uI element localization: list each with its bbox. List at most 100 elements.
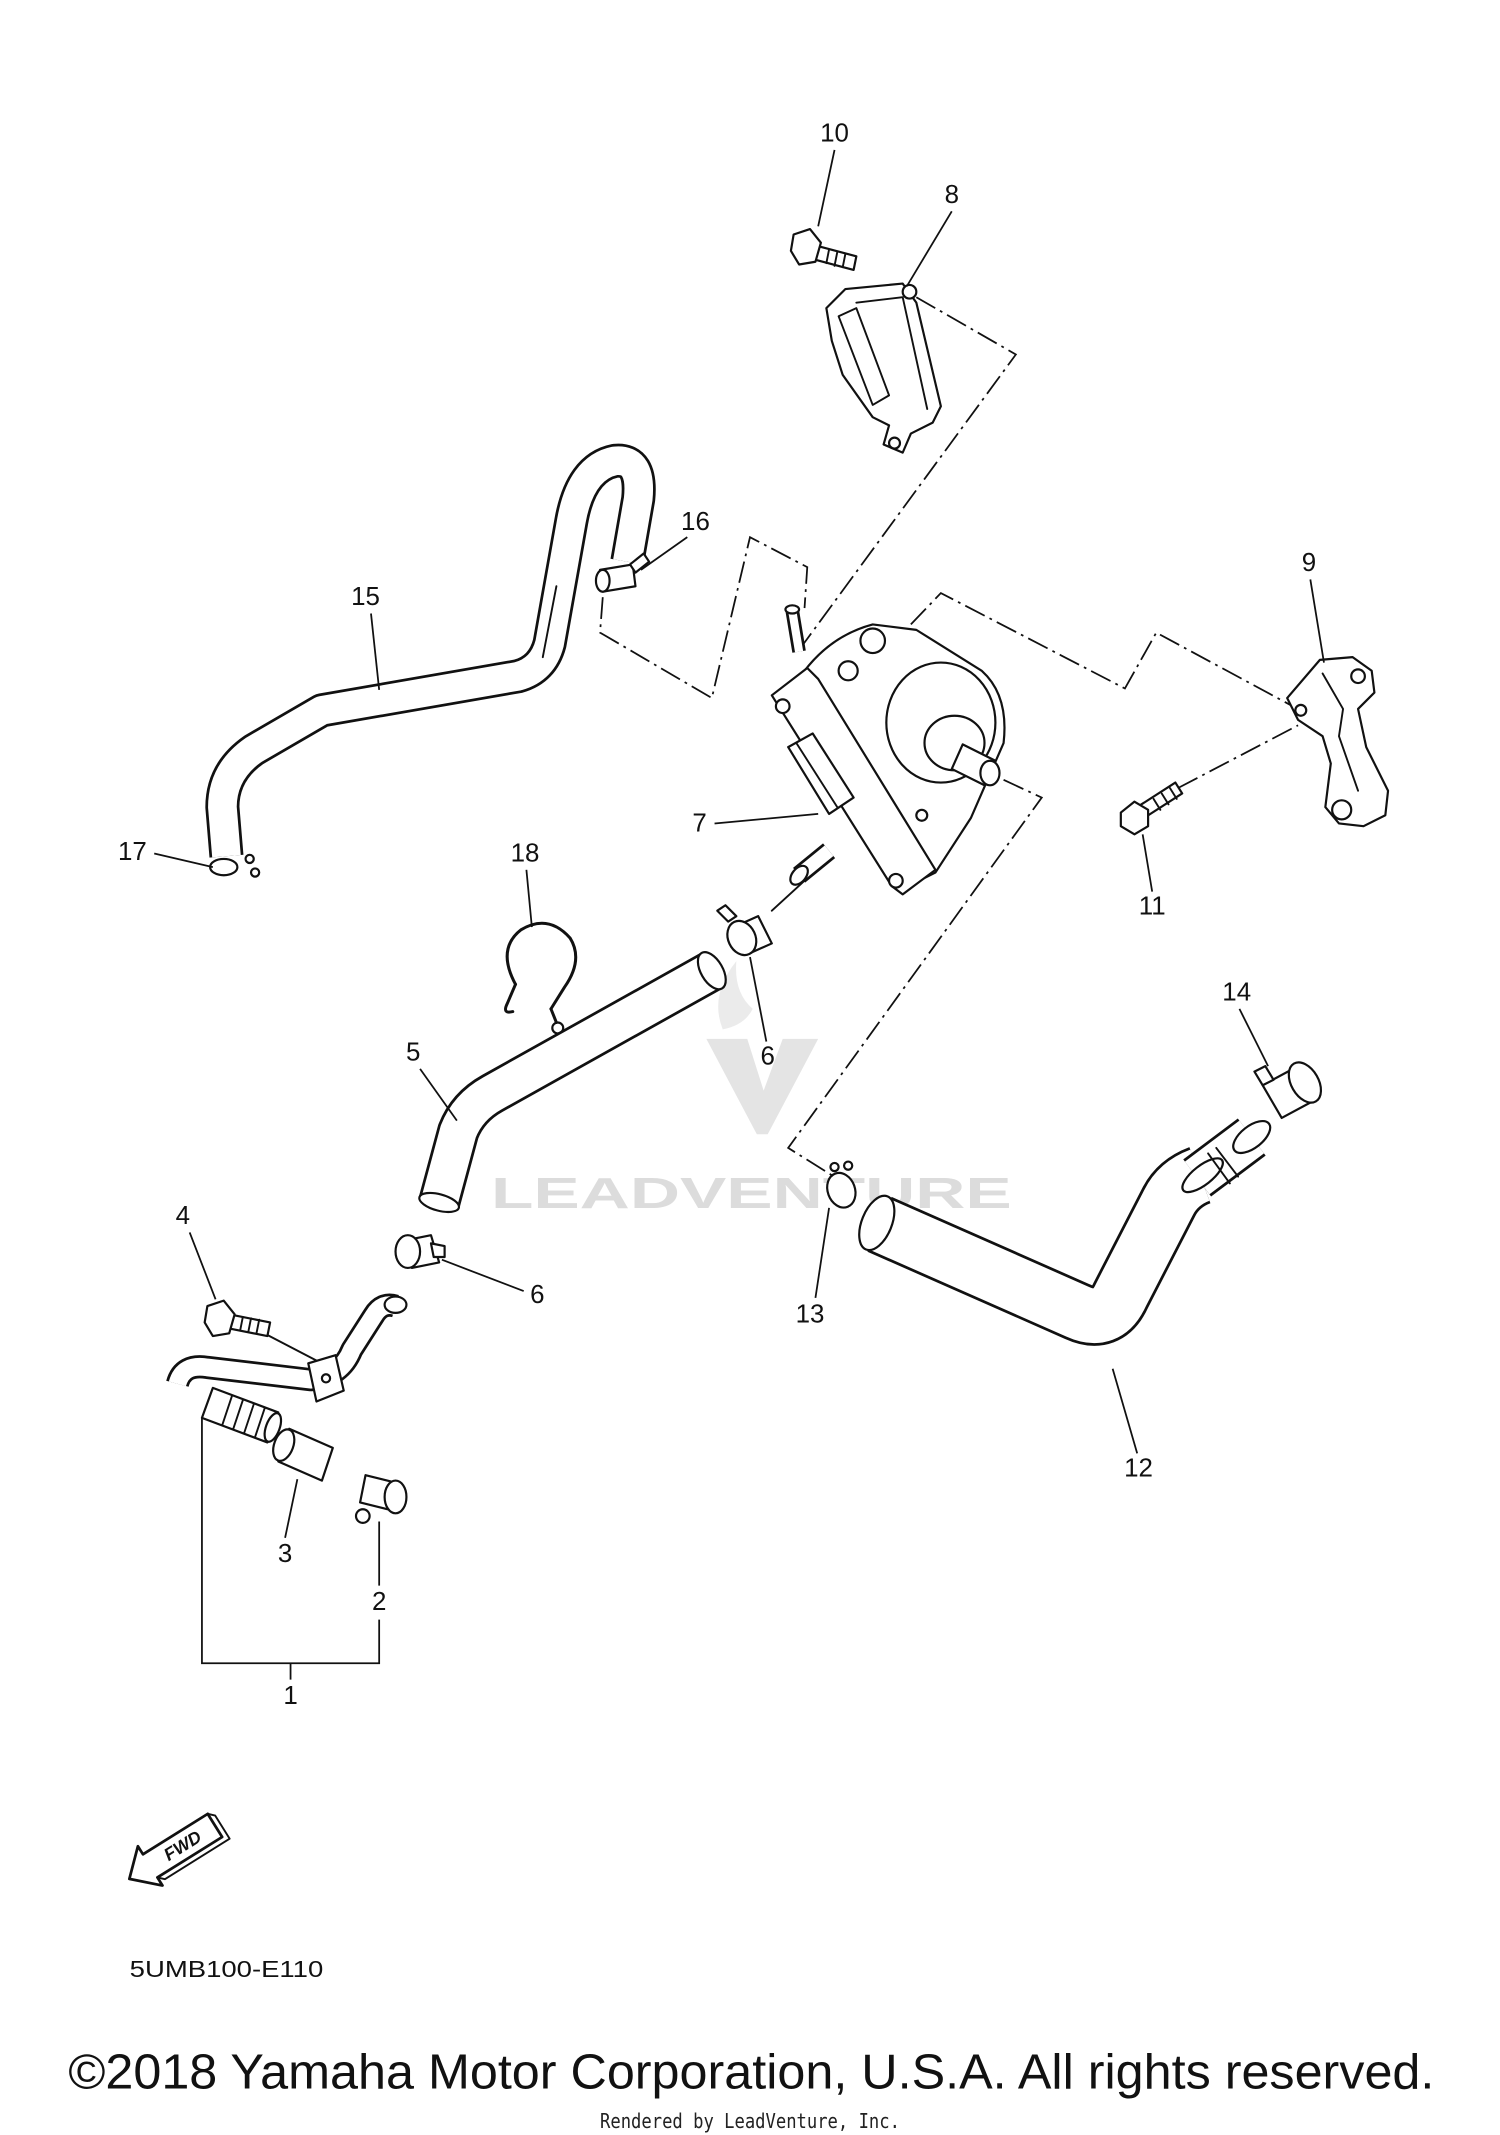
bracket-8 <box>825 282 942 454</box>
callout-17[interactable]: 17 <box>118 838 147 866</box>
callout-11[interactable]: 11 <box>1139 893 1166 921</box>
bolt-10-thread <box>825 248 847 269</box>
leader-13 <box>814 1207 830 1299</box>
pipe-assembly-1 <box>166 1293 408 1444</box>
clamp-16-ring <box>594 568 611 593</box>
rendered-by-notice: Rendered by LeadVenture, Inc. <box>600 2109 900 2133</box>
clamp-6-lower <box>394 1234 446 1270</box>
valve-screw-1 <box>774 698 791 715</box>
clamp-6-upper-ring <box>726 919 758 957</box>
reference-lines <box>252 296 1299 1365</box>
clip-18-tail-right <box>549 1007 558 1025</box>
callout-16[interactable]: 16 <box>681 508 710 536</box>
callout-18[interactable]: 18 <box>511 839 540 867</box>
leader-11 <box>1141 834 1154 892</box>
watermark-logo-flame <box>718 961 753 1030</box>
valve-screw-3 <box>915 808 929 822</box>
bracket-8-slot <box>837 307 891 406</box>
leader-lines <box>154 149 1325 1680</box>
clamp-16 <box>594 552 651 593</box>
bracket-9-body <box>1286 656 1390 828</box>
callout-4[interactable]: 4 <box>176 1202 190 1230</box>
callout-13[interactable]: 13 <box>796 1300 825 1328</box>
hose-15-marking <box>541 585 558 659</box>
callout-5[interactable]: 5 <box>406 1039 420 1067</box>
hose-12 <box>858 1118 1272 1346</box>
ref-line-ring-13 <box>786 779 1044 1176</box>
bracket-9-hole-bottom <box>1331 799 1353 821</box>
clamp-2 <box>354 1474 408 1524</box>
clamp-17-ear-top <box>244 853 255 865</box>
valve-top-tube-end <box>784 604 801 615</box>
ref-line-bolt-11 <box>1177 724 1299 789</box>
clamp-13-ring <box>826 1171 857 1209</box>
hose-15 <box>205 443 656 858</box>
bracket-9-hole-top <box>1350 668 1366 685</box>
leader-10 <box>817 149 836 227</box>
fwd-arrow-shadow <box>156 1812 231 1881</box>
clamp-13 <box>826 1160 857 1209</box>
clamp-13-ear-right <box>842 1160 854 1171</box>
sleeve-3-end <box>272 1428 296 1462</box>
callout-12[interactable]: 12 <box>1124 1454 1153 1482</box>
leader-1-bracket <box>201 1417 381 1680</box>
pipe-1-valve-ribs <box>221 1395 266 1438</box>
callout-10[interactable]: 10 <box>820 120 849 148</box>
clamp-17 <box>209 853 261 878</box>
hose-5-lower-end <box>418 1191 461 1214</box>
ref-line-hose-16 <box>599 535 809 700</box>
hose-5-upper-end <box>696 951 727 991</box>
leader-17 <box>154 852 214 868</box>
fwd-arrow-shape <box>128 1812 224 1887</box>
fwd-arrow-icon: FWD <box>128 1812 231 1887</box>
bolt-4 <box>203 1299 272 1338</box>
leader-8 <box>906 210 953 287</box>
pipe-1-bracket-hole <box>320 1373 332 1384</box>
clamp-17-ear-bottom <box>249 867 261 878</box>
hose-12-lower-end <box>858 1194 896 1252</box>
leader-14 <box>1238 1008 1269 1067</box>
clamp-17-ring <box>209 857 239 877</box>
callout-8[interactable]: 8 <box>945 181 959 209</box>
hose-5-fill <box>421 954 721 1208</box>
pipe-1-end <box>383 1295 408 1314</box>
callout-2[interactable]: 2 <box>372 1588 386 1616</box>
bolt-11-head <box>1119 800 1150 836</box>
bolt-11-thread <box>1152 787 1178 811</box>
callout-6-lower[interactable]: 6 <box>530 1281 544 1309</box>
hose-12-upper-end <box>1232 1119 1272 1155</box>
valve-boss-top <box>859 627 887 655</box>
diagram-code: 5UMB100-E110 <box>130 1956 324 1982</box>
callout-9[interactable]: 9 <box>1302 549 1316 577</box>
bracket-8-hole-bottom <box>887 436 902 450</box>
pipe-1-valve-end <box>263 1412 283 1443</box>
watermark-text: LEADVENTURE <box>491 1170 1012 1218</box>
bolt-4-head <box>203 1299 236 1338</box>
valve-boss-mid <box>837 660 859 682</box>
leader-9 <box>1309 579 1325 663</box>
callouts: 10 8 16 15 9 7 17 18 11 14 5 6 4 6 13 12… <box>118 120 1316 1710</box>
clamp-14-ear <box>1253 1065 1275 1087</box>
callout-3[interactable]: 3 <box>278 1540 292 1568</box>
callout-15[interactable]: 15 <box>351 583 380 611</box>
leader-4 <box>188 1232 217 1300</box>
clamp-2-ring <box>383 1479 408 1515</box>
leader-3 <box>284 1479 299 1539</box>
bracket-9-hole-left <box>1294 703 1308 717</box>
callout-1[interactable]: 1 <box>283 1682 297 1710</box>
air-induction-valve-7 <box>770 604 1006 896</box>
valve-connector <box>787 732 855 816</box>
valve-inlet-end <box>789 864 809 886</box>
leader-6-lower <box>441 1258 525 1292</box>
bracket-9 <box>1286 656 1390 828</box>
callout-6-upper[interactable]: 6 <box>761 1043 775 1071</box>
callout-14[interactable]: 14 <box>1222 979 1251 1007</box>
clip-18 <box>504 921 578 1035</box>
bracket-8-body <box>825 282 942 454</box>
clamp-6-lower-ear <box>429 1242 446 1259</box>
leader-5 <box>419 1068 458 1122</box>
leader-18 <box>525 869 533 928</box>
copyright-notice: ©2018 Yamaha Motor Corporation, U.S.A. A… <box>68 2046 1434 2100</box>
callout-7[interactable]: 7 <box>692 809 706 837</box>
